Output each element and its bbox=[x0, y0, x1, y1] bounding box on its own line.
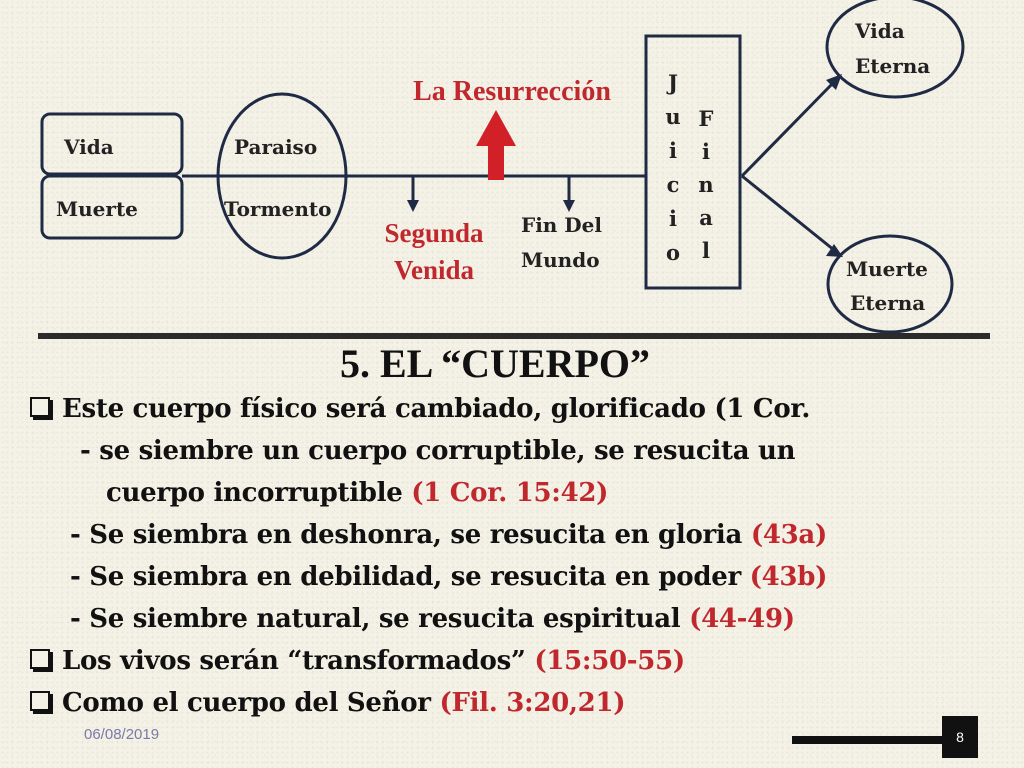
juicio-letter-1: u bbox=[665, 104, 680, 129]
line-6-ref: (44-49) bbox=[689, 604, 795, 634]
bullet-line-2: Los vivos serán “transformados” (15:50-5… bbox=[30, 646, 685, 676]
line-5-ref: (43b) bbox=[749, 562, 828, 592]
juicio-letter-3: c bbox=[667, 172, 680, 197]
final-letter-0: F bbox=[699, 106, 714, 131]
bullet-line-1: Este cuerpo físico será cambiado, glorif… bbox=[30, 394, 810, 424]
line-4-ref: (43a) bbox=[750, 520, 827, 550]
final-letter-2: n bbox=[698, 172, 713, 197]
line-3-ref: (1 Cor. 15:42) bbox=[411, 478, 609, 508]
page-number: 8 bbox=[942, 716, 978, 758]
final-letter-4: l bbox=[702, 238, 710, 263]
juicio-letter-2: i bbox=[669, 138, 677, 163]
vida-eterna-label-2: Eterna bbox=[855, 54, 930, 78]
muerte-eterna-label-1: Muerte bbox=[846, 257, 928, 281]
line-3-text: cuerpo incorruptible bbox=[106, 478, 412, 508]
vida-eterna-label-1: Vida bbox=[854, 19, 905, 43]
footer-bar bbox=[792, 736, 942, 744]
checkbox-bullet-icon bbox=[30, 691, 50, 711]
vida-label: Vida bbox=[63, 135, 114, 159]
bullet-1-text: Este cuerpo físico será cambiado, glorif… bbox=[62, 394, 811, 424]
sub-line-6: - Se siembre natural, se resucita espiri… bbox=[70, 604, 795, 634]
final-letter-1: i bbox=[702, 139, 710, 164]
juicio-letter-0: J bbox=[666, 70, 678, 95]
resurreccion-arrow-icon bbox=[476, 110, 516, 146]
arrow-to-muerte-eterna bbox=[741, 174, 835, 252]
resurreccion-label: La Resurrección bbox=[413, 76, 611, 107]
juicio-final-box bbox=[644, 34, 742, 290]
bullet-2-text: Los vivos serán “transformados” bbox=[62, 646, 535, 676]
line-6-text: - Se siembre natural, se resucita espiri… bbox=[70, 604, 690, 634]
fin-label-1: Fin Del bbox=[521, 213, 602, 237]
checkbox-bullet-icon bbox=[30, 397, 50, 417]
line-4-text: - Se siembra en deshonra, se resucita en… bbox=[70, 520, 751, 550]
segunda-label-1: Segunda bbox=[384, 218, 484, 248]
bullet-2-ref: (15:50-55) bbox=[534, 646, 685, 676]
paraiso-label: Paraiso bbox=[234, 135, 317, 159]
bullet-3-ref: (Fil. 3:20,21) bbox=[439, 688, 626, 718]
paraiso-tormento-oval bbox=[216, 92, 348, 260]
fin-mundo-arrow-icon bbox=[563, 200, 575, 212]
tormento-label: Tormento bbox=[224, 197, 331, 221]
resurreccion-arrow-shaft bbox=[488, 140, 504, 180]
sub-line-2: - se siembre un cuerpo corruptible, se r… bbox=[80, 436, 796, 466]
sub-line-3: cuerpo incorruptible (1 Cor. 15:42) bbox=[106, 478, 608, 508]
arrow-to-vida-eterna bbox=[740, 80, 836, 178]
sub-line-4: - Se siembra en deshonra, se resucita en… bbox=[70, 520, 827, 550]
bullet-line-3: Como el cuerpo del Señor (Fil. 3:20,21) bbox=[30, 688, 626, 718]
vida-box bbox=[40, 112, 184, 176]
muerte-eterna-label-2: Eterna bbox=[850, 291, 925, 315]
checkbox-bullet-icon bbox=[30, 649, 50, 669]
final-letter-3: a bbox=[699, 205, 713, 230]
timeline-diagram: Vida Muerte Paraiso Tormento Segunda Ven… bbox=[38, 0, 990, 339]
juicio-letter-4: i bbox=[669, 206, 677, 231]
muerte-eterna-oval bbox=[826, 234, 954, 334]
muerte-box bbox=[40, 174, 184, 240]
arrow-up-head-icon bbox=[826, 74, 842, 90]
muerte-label: Muerte bbox=[56, 197, 138, 221]
fin-label-2: Mundo bbox=[521, 248, 600, 272]
section-title: 5. EL “CUERPO” bbox=[340, 341, 651, 386]
line-5-text: - Se siembra en debilidad, se resucita e… bbox=[70, 562, 750, 592]
footer-date: 06/08/2019 bbox=[84, 726, 160, 743]
vida-eterna-oval bbox=[825, 0, 965, 99]
segunda-label-2: Venida bbox=[394, 255, 475, 285]
bullet-3-text: Como el cuerpo del Señor bbox=[62, 688, 440, 718]
arrow-down-head-icon bbox=[826, 244, 843, 257]
segunda-venida-arrow-icon bbox=[407, 200, 419, 212]
sub-line-5: - Se siembra en debilidad, se resucita e… bbox=[70, 562, 827, 592]
juicio-letter-5: o bbox=[666, 240, 680, 265]
